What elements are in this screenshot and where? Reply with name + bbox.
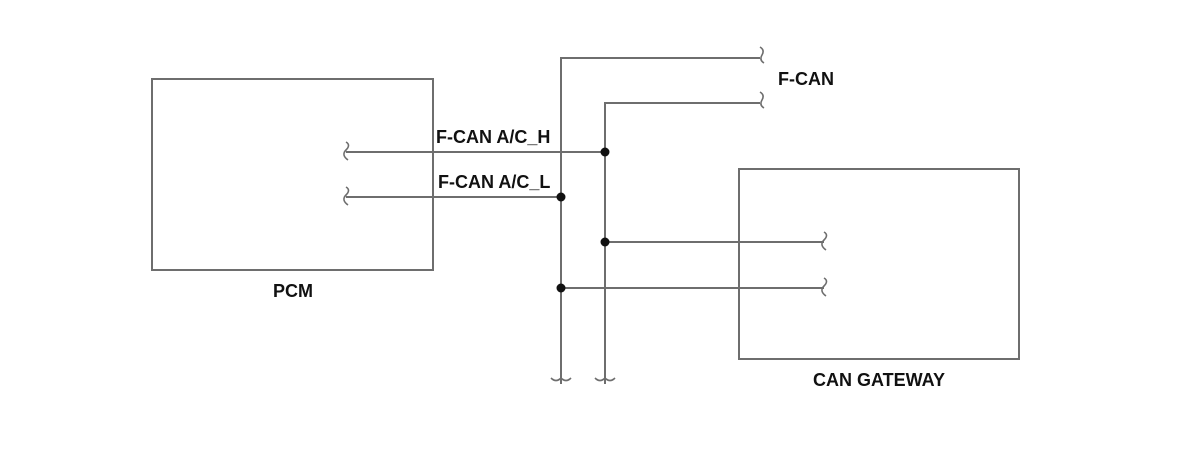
pcm-module: PCM xyxy=(151,78,434,301)
gateway-low-connector-icon xyxy=(821,277,828,297)
f-can-low-bottom-break-icon xyxy=(550,376,572,382)
f-can-low-break-icon xyxy=(759,46,765,64)
junction-node-high-pcm xyxy=(600,147,610,157)
f-can-ac-low-label: F-CAN A/C_L xyxy=(438,172,550,192)
junction-node-high-gateway xyxy=(600,237,610,247)
can-gateway-module: CAN GATEWAY xyxy=(738,168,1020,390)
pcm-wires: F-CAN A/C_H F-CAN A/C_L xyxy=(343,127,605,206)
gateway-wires xyxy=(561,231,828,297)
junction-node-low-pcm xyxy=(556,192,566,202)
f-can-high-bottom-break-icon xyxy=(594,376,616,382)
pcm-low-connector-icon xyxy=(343,186,350,206)
can-gateway-box xyxy=(738,168,1020,360)
pcm-high-connector-icon xyxy=(343,141,350,161)
f-can-bus: F-CAN xyxy=(550,46,834,384)
junction-nodes xyxy=(556,147,610,293)
f-can-label: F-CAN xyxy=(778,69,834,89)
junction-node-low-gateway xyxy=(556,283,566,293)
f-can-high-bus-line xyxy=(604,102,760,384)
can-gateway-label: CAN GATEWAY xyxy=(813,370,945,390)
pcm-label: PCM xyxy=(273,281,313,301)
f-can-low-bus-line xyxy=(560,57,760,384)
pcm-box xyxy=(151,78,434,271)
f-can-ac-high-label: F-CAN A/C_H xyxy=(436,127,550,147)
f-can-high-break-icon xyxy=(759,91,765,109)
gateway-high-connector-icon xyxy=(821,231,828,251)
